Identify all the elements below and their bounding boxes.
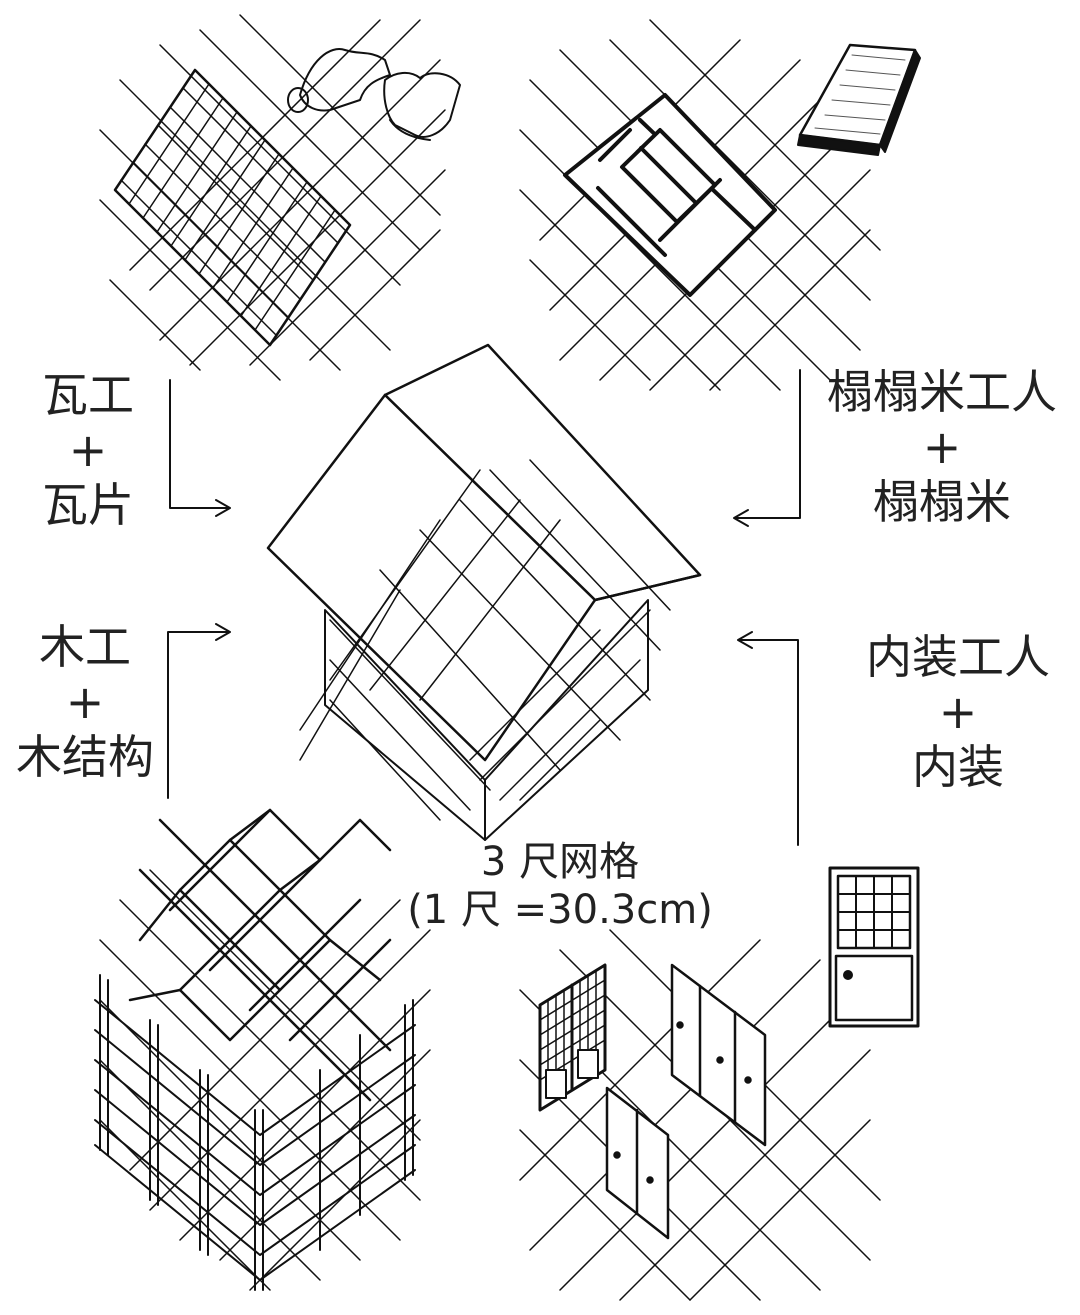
arrow-tatami-to-house xyxy=(733,369,801,527)
wall-panel-icon xyxy=(605,963,767,1240)
unit-conversion-label: (1 尺 =30.3cm) xyxy=(407,887,713,933)
house-drawing xyxy=(266,343,702,841)
label-line: 榻榻米 xyxy=(873,475,1011,530)
arrow-carpenter-to-house xyxy=(167,623,231,799)
label-line: 瓦工 xyxy=(42,368,134,422)
label-tatami: 榻榻米工人 + 榻榻米 xyxy=(812,365,1072,531)
plus-sign: + xyxy=(65,675,105,730)
grid-overlay xyxy=(299,459,671,821)
arrow-interior-to-house xyxy=(737,631,799,846)
tatami-module xyxy=(519,19,921,391)
label-line: 内装工人 xyxy=(866,630,1050,684)
label-interior: 内装工人 + 内装 xyxy=(850,630,1066,796)
roof-tile-module xyxy=(99,14,461,381)
plus-sign: + xyxy=(922,420,962,475)
label-line: 木结构 xyxy=(16,730,154,785)
tile-pieces-icon xyxy=(287,48,461,141)
shoji-screen-icon xyxy=(538,963,607,1112)
label-roofer-tiles: 瓦工 + 瓦片 xyxy=(18,368,158,534)
grid-overlay xyxy=(519,929,881,1301)
tatami-mat-icon xyxy=(797,43,921,156)
label-line: 内装 xyxy=(912,740,1004,795)
plus-sign: + xyxy=(68,423,108,478)
interior-module xyxy=(519,866,920,1301)
grid-caption: 3 尺网格 (1 尺 =30.3cm) xyxy=(390,838,730,934)
door-icon xyxy=(828,866,920,1028)
label-carpenter: 木工 + 木结构 xyxy=(10,620,160,786)
label-line: 榻榻米工人 xyxy=(827,365,1057,419)
label-line: 木工 xyxy=(39,620,131,674)
timber-frame-module xyxy=(94,808,431,1291)
label-line: 瓦片 xyxy=(42,478,134,533)
arrow-roofer-to-house xyxy=(169,379,231,517)
plus-sign: + xyxy=(938,685,978,740)
grid-size-label: 3 尺网格 xyxy=(480,839,640,885)
